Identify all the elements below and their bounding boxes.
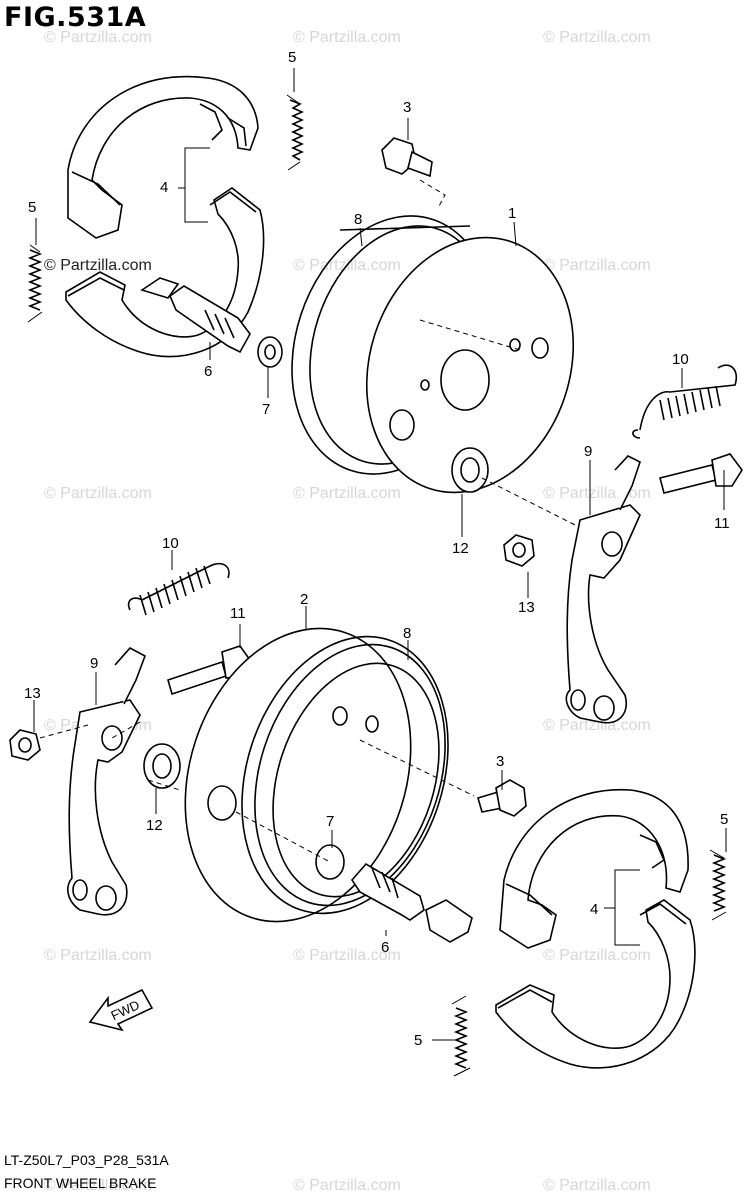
callout-13: 13 [24, 685, 41, 702]
spring-top-a [286, 94, 304, 171]
callout-8: 8 [403, 625, 411, 642]
nut-bottom [9, 729, 41, 761]
leader-lines [33, 68, 727, 1041]
camshaft-bottom [350, 862, 473, 943]
callout-12: 12 [146, 817, 163, 834]
callout-4: 4 [590, 901, 598, 918]
watermark: © Partzilla.com [543, 717, 651, 734]
figure-code: LT-Z50L7_P03_P28_531A [4, 1152, 169, 1168]
callout-5: 5 [720, 811, 728, 828]
figure-caption: FRONT WHEEL BRAKE [4, 1175, 157, 1191]
brake-arm-bottom [67, 646, 146, 916]
watermark: © Partzilla.com [293, 1177, 401, 1194]
callout-bracket [604, 869, 640, 946]
watermark: © Partzilla.com [293, 29, 401, 46]
watermark: © Partzilla.com [293, 947, 401, 964]
callout-13: 13 [518, 599, 535, 616]
spring-10-top [632, 364, 737, 439]
bolt-11-top [659, 453, 743, 494]
brake-panel-top [365, 236, 575, 494]
spring-top-b [27, 244, 43, 323]
spring-bottom-a [709, 849, 727, 921]
brake-arm-top [565, 455, 641, 724]
callout-9: 9 [584, 443, 592, 460]
watermark: © Partzilla.com [44, 1177, 152, 1194]
callout-3: 3 [496, 753, 504, 770]
callout-5: 5 [414, 1032, 422, 1049]
callout-9: 9 [90, 655, 98, 672]
watermark: © Partzilla.com [543, 1177, 651, 1194]
guide-line [39, 721, 475, 863]
nut-top [503, 534, 535, 567]
brake-shoe-lower-bottom [495, 899, 696, 1069]
callout-11: 11 [230, 605, 246, 622]
callout-12: 12 [452, 540, 469, 557]
watermark: © Partzilla.com [543, 947, 651, 964]
bolt-top [381, 137, 433, 178]
watermark: © Partzilla.com [44, 947, 152, 964]
figure-title: FIG.531A [4, 2, 147, 33]
watermark: © Partzilla.com [543, 257, 651, 274]
watermark: © Partzilla.com [44, 485, 152, 502]
callout-1: 1 [508, 205, 516, 222]
callout-11: 11 [714, 515, 730, 532]
callout-5: 5 [288, 49, 296, 66]
watermark-layer: © Partzilla.com © Partzilla.com © Partzi… [44, 29, 651, 1194]
camshaft-top [140, 277, 251, 354]
callout-bracket [178, 147, 210, 223]
spring-10-bottom [127, 562, 230, 616]
watermark: © Partzilla.com [44, 29, 152, 46]
bolt-bottom [477, 779, 527, 817]
spring-bottom-b [451, 995, 471, 1077]
callout-10: 10 [162, 535, 179, 552]
washer-12-bottom [143, 743, 181, 789]
brake-shoe-upper-top [67, 75, 259, 239]
watermark: © Partzilla.com [543, 29, 651, 46]
callout-6: 6 [204, 363, 212, 380]
callout-5: 5 [28, 199, 36, 216]
callout-10: 10 [672, 351, 689, 368]
callout-6: 6 [381, 939, 389, 956]
brake-shoe-upper-bottom [499, 788, 689, 949]
watermark: © Partzilla.com [543, 485, 651, 502]
brake-drum-bottom [184, 627, 449, 923]
callout-7: 7 [262, 401, 270, 418]
callout-7: 7 [326, 813, 334, 830]
callout-2: 2 [300, 591, 308, 608]
watermark: © Partzilla.com [293, 485, 401, 502]
callout-4: 4 [160, 179, 168, 196]
fwd-arrow-icon: FWD [88, 988, 154, 1032]
washer-12-top [451, 447, 489, 493]
callout-8: 8 [354, 211, 362, 228]
washer-top [257, 336, 283, 368]
guide-line [419, 179, 586, 531]
callout-numbers: 5 3 4 5 1 8 6 7 10 9 11 12 13 10 2 8 11 … [24, 49, 730, 1049]
callout-3: 3 [403, 99, 411, 116]
watermark: © Partzilla.com [44, 257, 152, 274]
brake-shoe-lower-top [65, 187, 265, 358]
